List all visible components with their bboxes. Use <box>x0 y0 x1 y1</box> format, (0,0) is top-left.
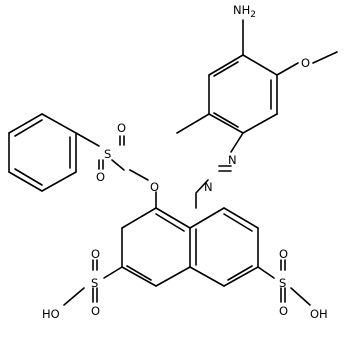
azo-bond <box>195 165 232 194</box>
left-sulfo-oxygen-bottom-label: O <box>91 304 100 318</box>
ester-oxygen-label: O <box>150 180 159 194</box>
naphthalene-bonds <box>121 191 259 287</box>
right-sulfo-bonds <box>257 259 311 306</box>
sulfonyl-oxygen-1-label: O <box>117 121 126 135</box>
sulfonyl-oxygen-2-label: O <box>96 170 105 184</box>
left-sulfo-bonds <box>63 259 123 306</box>
benzenesulfonyl-bonds <box>8 113 149 192</box>
left-sulfo-oxygen-top-label: O <box>91 247 100 261</box>
right-sulfo-hydroxyl-label: OH <box>310 307 328 321</box>
right-sulfo-sulfur-label: S <box>279 276 286 290</box>
right-sulfo-oxygen-bottom-label: O <box>279 304 288 318</box>
sulfonyl-sulfur-label: S <box>104 147 111 161</box>
amino-label: NH2 <box>233 3 256 20</box>
methoxy-oxygen-label: O <box>301 56 310 70</box>
left-sulfo-hydroxyl-label: HO <box>42 307 60 321</box>
left-sulfo-sulfur-label: S <box>91 276 98 290</box>
right-sulfo-oxygen-top-label: O <box>279 247 288 261</box>
aniline-substituent-bonds <box>176 19 338 153</box>
azo-nitrogen-2-label: N <box>204 180 213 194</box>
azo-nitrogen-1-label: N <box>228 153 237 167</box>
aniline-ring-bonds <box>208 54 278 134</box>
atom-labels: NH2 O N N O S O O S O O HO S O O OH <box>42 3 328 321</box>
